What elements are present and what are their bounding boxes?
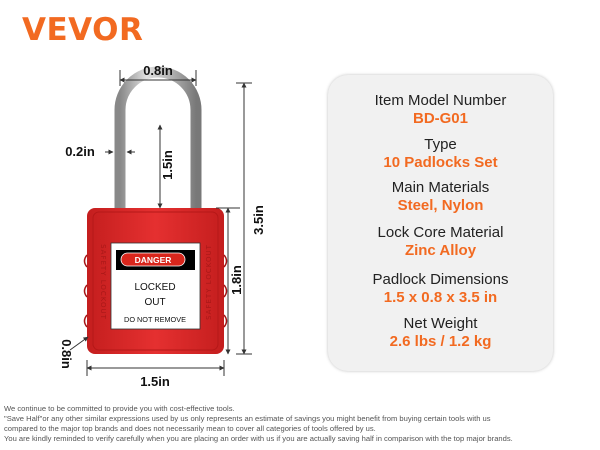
dim-body-width: 1.5in: [140, 374, 170, 389]
dim-shackle-diameter: 0.2in: [65, 144, 95, 159]
disclaimer-line: We continue to be committed to provide y…: [4, 404, 235, 413]
disclaimer-line: You are kindly reminded to verify carefu…: [4, 434, 513, 443]
spec-dimensions: Padlock Dimensions 1.5 x 0.8 x 3.5 in: [328, 271, 553, 307]
locked-text: LOCKED: [134, 282, 175, 293]
danger-text: DANGER: [135, 255, 172, 265]
spec-value: Steel, Nylon: [397, 197, 484, 214]
side-text-left: SAFETY LOCKOUT: [99, 244, 107, 320]
shackle: [114, 66, 202, 215]
out-text: OUT: [144, 297, 165, 308]
dim-body-height: 1.8in: [229, 265, 244, 295]
dim-shackle-width: 0.8in: [143, 63, 173, 78]
spec-label: Type: [424, 136, 457, 153]
spec-type: Type 10 Padlocks Set: [328, 136, 553, 172]
dim-total-height: 3.5in: [251, 205, 266, 235]
do-not-remove-text: DO NOT REMOVE: [124, 315, 186, 324]
spec-core-material: Lock Core Material Zinc Alloy: [328, 224, 553, 260]
spec-label: Padlock Dimensions: [372, 271, 509, 288]
disclaimer: We continue to be committed to provide y…: [4, 404, 600, 444]
spec-label: Net Weight: [403, 315, 478, 332]
spec-value: 1.5 x 0.8 x 3.5 in: [383, 289, 498, 306]
spec-label: Main Materials: [391, 179, 490, 196]
vevor-logo: VEVOR: [22, 12, 144, 48]
disclaimer-line: "Save Half"or any other similar expressi…: [4, 414, 491, 423]
padlock-body: SAFETY LOCKOUT SAFETY LOCKOUT DANGER LOC…: [83, 208, 228, 354]
spec-card: Item Model Number BD-G01 Type 10 Padlock…: [328, 75, 553, 371]
spec-weight: Net Weight 2.6 lbs / 1.2 kg: [328, 315, 553, 351]
spec-materials: Main Materials Steel, Nylon: [328, 179, 553, 215]
spec-value: 2.6 lbs / 1.2 kg: [389, 333, 492, 350]
dim-body-depth: 0.8in: [59, 339, 74, 369]
spec-label: Item Model Number: [374, 92, 507, 109]
disclaimer-line: compared to the major top brands and doe…: [4, 424, 376, 433]
spec-value: BD-G01: [412, 110, 468, 127]
spec-value: Zinc Alloy: [404, 242, 477, 259]
dim-shackle-height: 1.5in: [160, 150, 175, 180]
side-text-right: SAFETY LOCKOUT: [205, 244, 213, 320]
spec-model: Item Model Number BD-G01: [328, 92, 553, 128]
spec-label: Lock Core Material: [377, 224, 504, 241]
spec-value: 10 Padlocks Set: [383, 154, 498, 171]
